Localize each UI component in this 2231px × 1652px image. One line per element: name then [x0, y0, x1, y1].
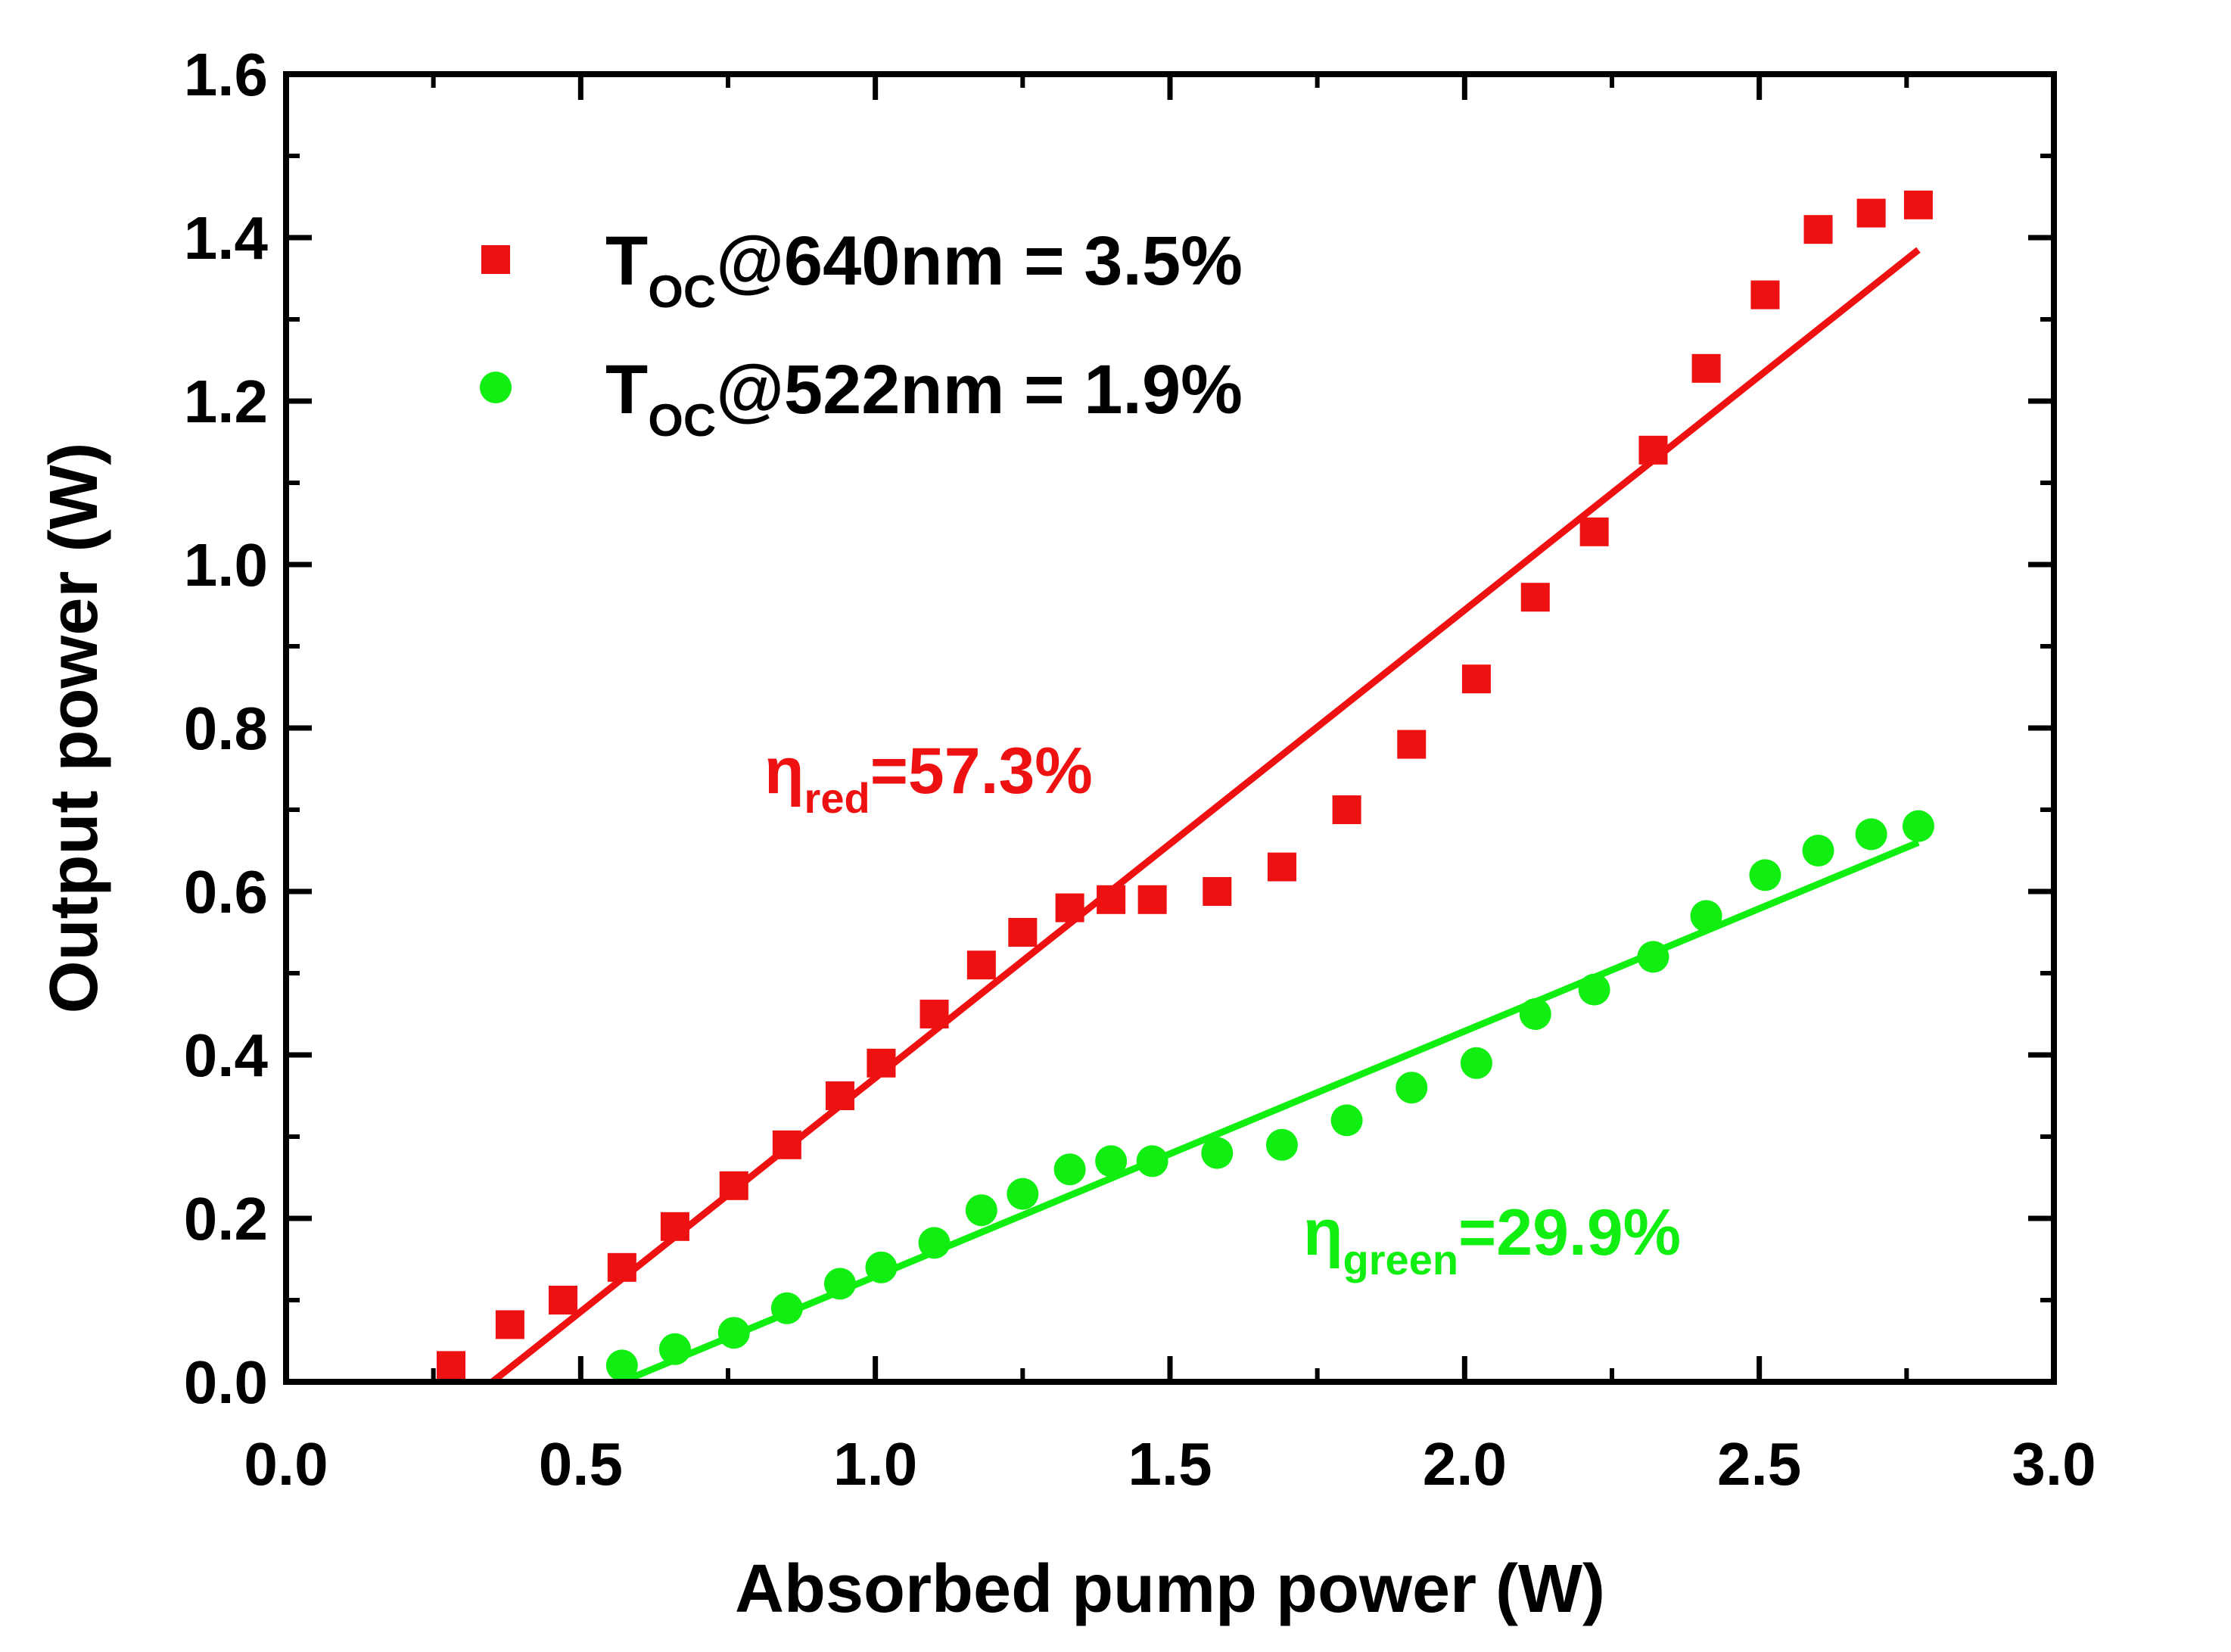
y-tick-label: 0.8 [184, 695, 268, 762]
data-point-red [1267, 852, 1296, 882]
data-point-green [1201, 1137, 1234, 1169]
data-point-green [1519, 998, 1551, 1030]
data-point-red [1137, 885, 1167, 914]
x-tick-label: 3.0 [2012, 1430, 2096, 1498]
legend-entry-red: TOC@640nm = 3.5% [605, 222, 1243, 317]
data-point-green [1802, 835, 1834, 866]
data-point-green [965, 1194, 997, 1227]
annotation-red-subscript: red [804, 774, 870, 822]
data-point-red [867, 1048, 896, 1078]
data-point-green [1749, 859, 1781, 891]
data-point-red [1203, 877, 1232, 906]
y-tick-label: 0.2 [184, 1185, 268, 1252]
data-point-green [717, 1317, 750, 1349]
data-point-green [918, 1227, 951, 1259]
data-point-green [1136, 1145, 1168, 1178]
data-point-green [1095, 1145, 1128, 1178]
annotation-green-subscript: green [1343, 1236, 1459, 1283]
x-tick-label: 1.0 [833, 1430, 917, 1498]
data-point-red [1097, 885, 1126, 914]
y-tick-label: 1.4 [184, 204, 269, 272]
annotation-red-slope: ηred=57.3% [764, 735, 1093, 822]
data-point-red [1055, 893, 1084, 922]
data-point-green [1637, 941, 1669, 973]
x-axis-title: Absorbed pump power (W) [735, 1551, 1605, 1627]
data-point-green [1265, 1128, 1298, 1161]
y-axis-title: Output power (W) [36, 443, 112, 1014]
x-tick-label: 0.0 [244, 1430, 328, 1498]
data-points-layer [437, 190, 1934, 1382]
data-point-red [1750, 280, 1780, 310]
y-tick-label: 0.4 [184, 1022, 269, 1089]
legend-marker-green-circle [480, 372, 512, 403]
data-point-green [1053, 1153, 1086, 1186]
data-point-green [865, 1251, 898, 1283]
data-point-red [1008, 918, 1038, 947]
data-point-red [495, 1310, 524, 1339]
data-point-green [1690, 900, 1722, 932]
data-point-green [605, 1349, 638, 1382]
data-point-red [1461, 664, 1491, 694]
data-point-red [607, 1252, 636, 1282]
legend: TOC@640nm = 3.5% TOC@522nm = 1.9% [480, 222, 1243, 446]
legend-red-rest: @640nm = 3.5% [716, 222, 1243, 300]
data-point-green [1007, 1178, 1039, 1210]
legend-red-main: T [605, 222, 648, 300]
annotation-red-rest: =57.3% [870, 735, 1093, 807]
data-point-red [1332, 795, 1361, 824]
y-tick-label: 1.2 [184, 368, 268, 435]
legend-green-main: T [605, 351, 648, 428]
annotation-green-slope: ηgreen=29.9% [1303, 1196, 1681, 1283]
data-point-green [1855, 818, 1887, 851]
legend-green-subscript: OC [648, 395, 716, 446]
data-point-green [1902, 810, 1934, 842]
data-point-green [658, 1333, 691, 1365]
legend-red-subscript: OC [648, 266, 716, 317]
annotation-green-main: η [1303, 1196, 1343, 1269]
data-point-red [1856, 198, 1886, 228]
fit-line-green [621, 839, 1920, 1386]
legend-marker-red-square [481, 245, 510, 274]
legend-green-rest: @522nm = 1.9% [716, 351, 1243, 428]
data-point-red [1397, 730, 1427, 759]
y-tick-label: 0.6 [184, 858, 268, 926]
data-point-red [437, 1351, 466, 1380]
data-point-green [1396, 1072, 1428, 1104]
data-point-green [770, 1292, 803, 1324]
x-tick-label: 2.5 [1717, 1430, 1801, 1498]
y-tick-label: 1.0 [184, 531, 268, 599]
data-point-red [1638, 435, 1668, 465]
data-point-red [966, 950, 996, 980]
legend-entry-green: TOC@522nm = 1.9% [605, 351, 1243, 446]
data-point-green [1578, 973, 1610, 1006]
annotation-red-main: η [764, 735, 804, 807]
data-point-red [1903, 190, 1933, 219]
y-tick-label: 0.0 [184, 1349, 268, 1416]
x-tick-label: 0.5 [539, 1430, 623, 1498]
data-point-red [719, 1171, 748, 1200]
data-point-red [1520, 583, 1550, 612]
data-point-red [548, 1286, 577, 1314]
plot-frame [283, 71, 2057, 1385]
y-tick-label: 1.6 [184, 41, 268, 108]
data-point-red [1579, 517, 1609, 546]
data-point-red [772, 1130, 801, 1159]
data-point-red [1803, 215, 1833, 244]
x-tick-label: 1.5 [1128, 1430, 1212, 1498]
x-tick-labels: 0.0 0.5 1.0 1.5 2.0 2.5 3.0 [244, 1430, 2096, 1498]
data-point-green [1460, 1047, 1492, 1079]
data-point-green [823, 1268, 856, 1300]
annotation-green-rest: =29.9% [1458, 1196, 1681, 1269]
data-point-red [660, 1212, 689, 1241]
x-tick-label: 2.0 [1423, 1430, 1507, 1498]
y-tick-labels: 0.0 0.2 0.4 0.6 0.8 1.0 1.2 1.4 1.6 [184, 41, 269, 1416]
data-point-red [1691, 353, 1721, 383]
data-point-green [1330, 1104, 1363, 1137]
data-point-red [919, 1000, 949, 1028]
data-point-red [825, 1081, 854, 1110]
